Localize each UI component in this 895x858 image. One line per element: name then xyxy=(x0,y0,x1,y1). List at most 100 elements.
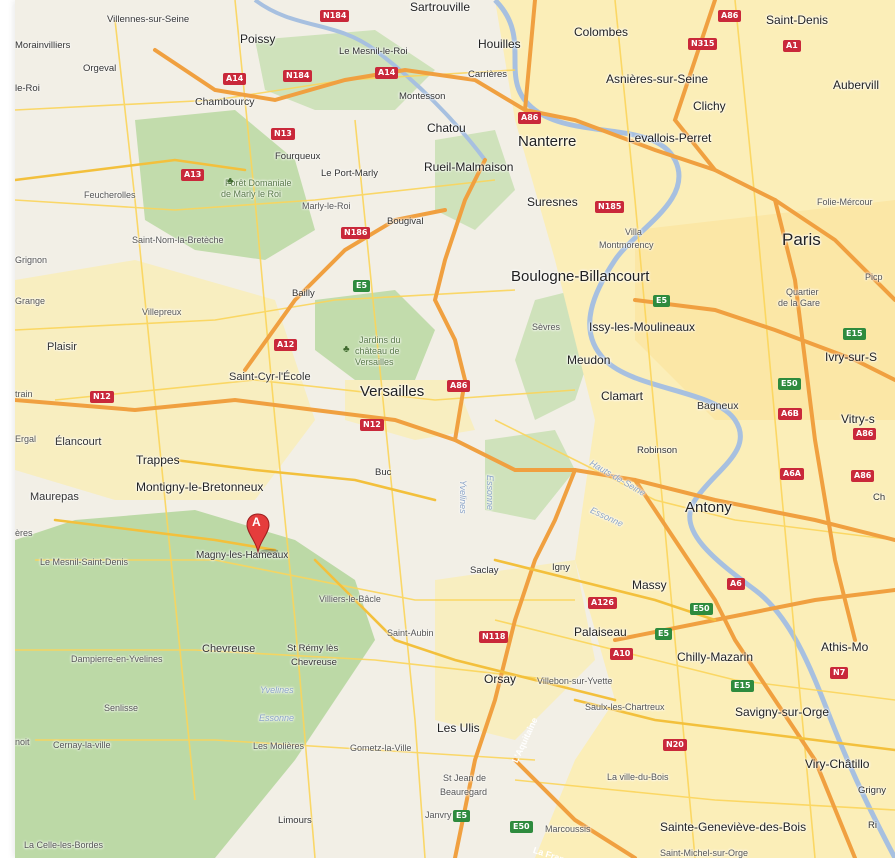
city-label[interactable]: Athis-Mo xyxy=(821,640,869,654)
road-shield[interactable]: N184 xyxy=(320,10,350,22)
city-label[interactable]: Saint-Cyr-l'École xyxy=(229,371,311,383)
city-label[interactable]: Issy-les-Moulineaux xyxy=(589,320,696,334)
road-shield[interactable]: E50 xyxy=(690,603,713,615)
town-label[interactable]: La ville-du-Bois xyxy=(607,772,669,782)
road-shield[interactable]: N186 xyxy=(341,227,371,239)
road-shield[interactable]: N315 xyxy=(688,38,718,50)
city-label[interactable]: Viry-Châtillo xyxy=(805,757,870,771)
town-label[interactable]: Saclay xyxy=(470,565,499,576)
town-label[interactable]: Ri xyxy=(868,820,877,831)
road-shield[interactable]: A86 xyxy=(518,112,542,124)
city-label[interactable]: Boulogne-Billancourt xyxy=(511,268,650,285)
city-label[interactable]: Élancourt xyxy=(55,436,102,448)
town-label[interactable]: Igny xyxy=(552,562,570,573)
city-label[interactable]: Orsay xyxy=(484,672,517,686)
city-label[interactable]: Sartrouville xyxy=(410,0,471,14)
city-label[interactable]: Chatou xyxy=(427,121,466,135)
town-label[interactable]: Villa xyxy=(625,227,642,237)
town-label[interactable]: Dampierre-en-Yvelines xyxy=(71,654,163,664)
road-shield[interactable]: A126 xyxy=(588,597,617,609)
city-label[interactable]: Asnières-sur-Seine xyxy=(606,72,709,86)
town-label[interactable]: Saint-Michel-sur-Orge xyxy=(660,848,749,858)
town-label[interactable]: Morainvilliers xyxy=(15,40,71,51)
town-label[interactable]: Le Port-Marly xyxy=(321,168,379,179)
city-label[interactable]: Bagneux xyxy=(697,400,739,412)
town-label[interactable]: Ergal xyxy=(15,434,37,444)
road-shield[interactable]: A86 xyxy=(851,470,875,482)
city-label[interactable]: Suresnes xyxy=(527,195,578,209)
city-label[interactable]: Trappes xyxy=(136,453,180,467)
town-label[interactable]: Gometz-la-Ville xyxy=(350,743,412,753)
road-shield[interactable]: E5 xyxy=(353,280,371,292)
map-marker-a[interactable] xyxy=(246,512,278,556)
road-shield[interactable]: E15 xyxy=(731,680,754,692)
city-label[interactable]: Les Ulis xyxy=(437,721,480,735)
city-label[interactable]: Meudon xyxy=(567,353,611,367)
town-label[interactable]: Les Molières xyxy=(253,741,305,751)
town-label[interactable]: Buc xyxy=(375,467,392,478)
town-label[interactable]: Bailly xyxy=(292,288,315,299)
town-label[interactable]: Robinson xyxy=(637,445,678,456)
city-label[interactable]: Vitry-s xyxy=(841,412,875,426)
town-label[interactable]: Bougival xyxy=(387,216,424,227)
city-label[interactable]: Chevreuse xyxy=(202,643,256,655)
town-label[interactable]: Picp xyxy=(865,272,883,282)
city-label[interactable]: Paris xyxy=(782,230,821,249)
road-shield[interactable]: A6A xyxy=(780,468,804,480)
town-label[interactable]: Janvry xyxy=(425,810,452,820)
city-label[interactable]: Saint-Denis xyxy=(766,13,829,27)
town-label[interactable]: ères xyxy=(15,528,33,538)
city-label[interactable]: Rueil-Malmaison xyxy=(424,160,514,174)
road-shield[interactable]: A86 xyxy=(718,10,742,22)
town-label[interactable]: Fourqueux xyxy=(275,151,321,162)
town-label[interactable]: Carrières xyxy=(468,69,508,80)
road-shield[interactable]: A14 xyxy=(375,67,399,79)
road-shield[interactable]: E5 xyxy=(453,810,471,822)
city-label[interactable]: Palaiseau xyxy=(574,625,627,639)
road-shield[interactable]: N20 xyxy=(663,739,687,751)
city-label[interactable]: Ivry-sur-S xyxy=(825,350,877,364)
road-shield[interactable]: N12 xyxy=(360,419,384,431)
road-shield[interactable]: A1 xyxy=(783,40,801,52)
town-label[interactable]: Saint-Aubin xyxy=(387,628,434,638)
city-label[interactable]: Maurepas xyxy=(30,491,79,503)
road-shield[interactable]: A86 xyxy=(853,428,877,440)
town-label[interactable]: Montesson xyxy=(399,91,446,102)
city-label[interactable]: Clamart xyxy=(601,389,644,403)
road-shield[interactable]: N185 xyxy=(595,201,625,213)
road-shield[interactable]: A10 xyxy=(610,648,634,660)
city-label[interactable]: Plaisir xyxy=(47,341,77,353)
town-label[interactable]: St Jean de xyxy=(443,773,487,783)
town-label[interactable]: le-Roi xyxy=(15,83,40,94)
town-label[interactable]: Senlisse xyxy=(104,703,139,713)
road-shield[interactable]: E5 xyxy=(655,628,673,640)
road-shield[interactable]: A13 xyxy=(181,169,205,181)
town-label[interactable]: Saulx-les-Chartreux xyxy=(585,702,665,712)
city-label[interactable]: Colombes xyxy=(574,25,629,39)
town-label[interactable]: Quartier xyxy=(786,287,819,297)
city-label[interactable]: Clichy xyxy=(693,99,726,113)
road-shield[interactable]: N118 xyxy=(479,631,509,643)
town-label[interactable]: Sèvres xyxy=(532,322,561,332)
town-label[interactable]: Grignon xyxy=(15,255,48,265)
town-label[interactable]: Beauregard xyxy=(440,787,488,797)
town-label[interactable]: Villiers-le-Bâcle xyxy=(319,594,381,604)
city-label[interactable]: Versailles xyxy=(360,383,425,400)
town-label[interactable]: Villebon-sur-Yvette xyxy=(537,676,613,686)
road-shield[interactable]: E50 xyxy=(778,378,801,390)
town-label[interactable]: Villepreux xyxy=(142,307,182,317)
town-label[interactable]: Villennes-sur-Seine xyxy=(107,14,190,25)
town-label[interactable]: Limours xyxy=(278,815,312,826)
city-label[interactable]: Levallois-Perret xyxy=(628,131,712,145)
town-label[interactable]: Chambourcy xyxy=(195,96,255,108)
road-shield[interactable]: A86 xyxy=(447,380,471,392)
town-label[interactable]: Cernay-la-ville xyxy=(53,740,111,750)
town-label[interactable]: Saint-Nom-la-Bretèche xyxy=(132,235,224,245)
road-shield[interactable]: N7 xyxy=(830,667,849,679)
road-shield[interactable]: A12 xyxy=(274,339,298,351)
road-shield[interactable]: N184 xyxy=(283,70,313,82)
town-label[interactable]: Feucherolles xyxy=(84,190,136,200)
town-label[interactable]: Orgeval xyxy=(83,63,117,74)
town-label[interactable]: Marly-le-Roi xyxy=(302,201,351,211)
town-label[interactable]: Ch xyxy=(873,492,886,503)
